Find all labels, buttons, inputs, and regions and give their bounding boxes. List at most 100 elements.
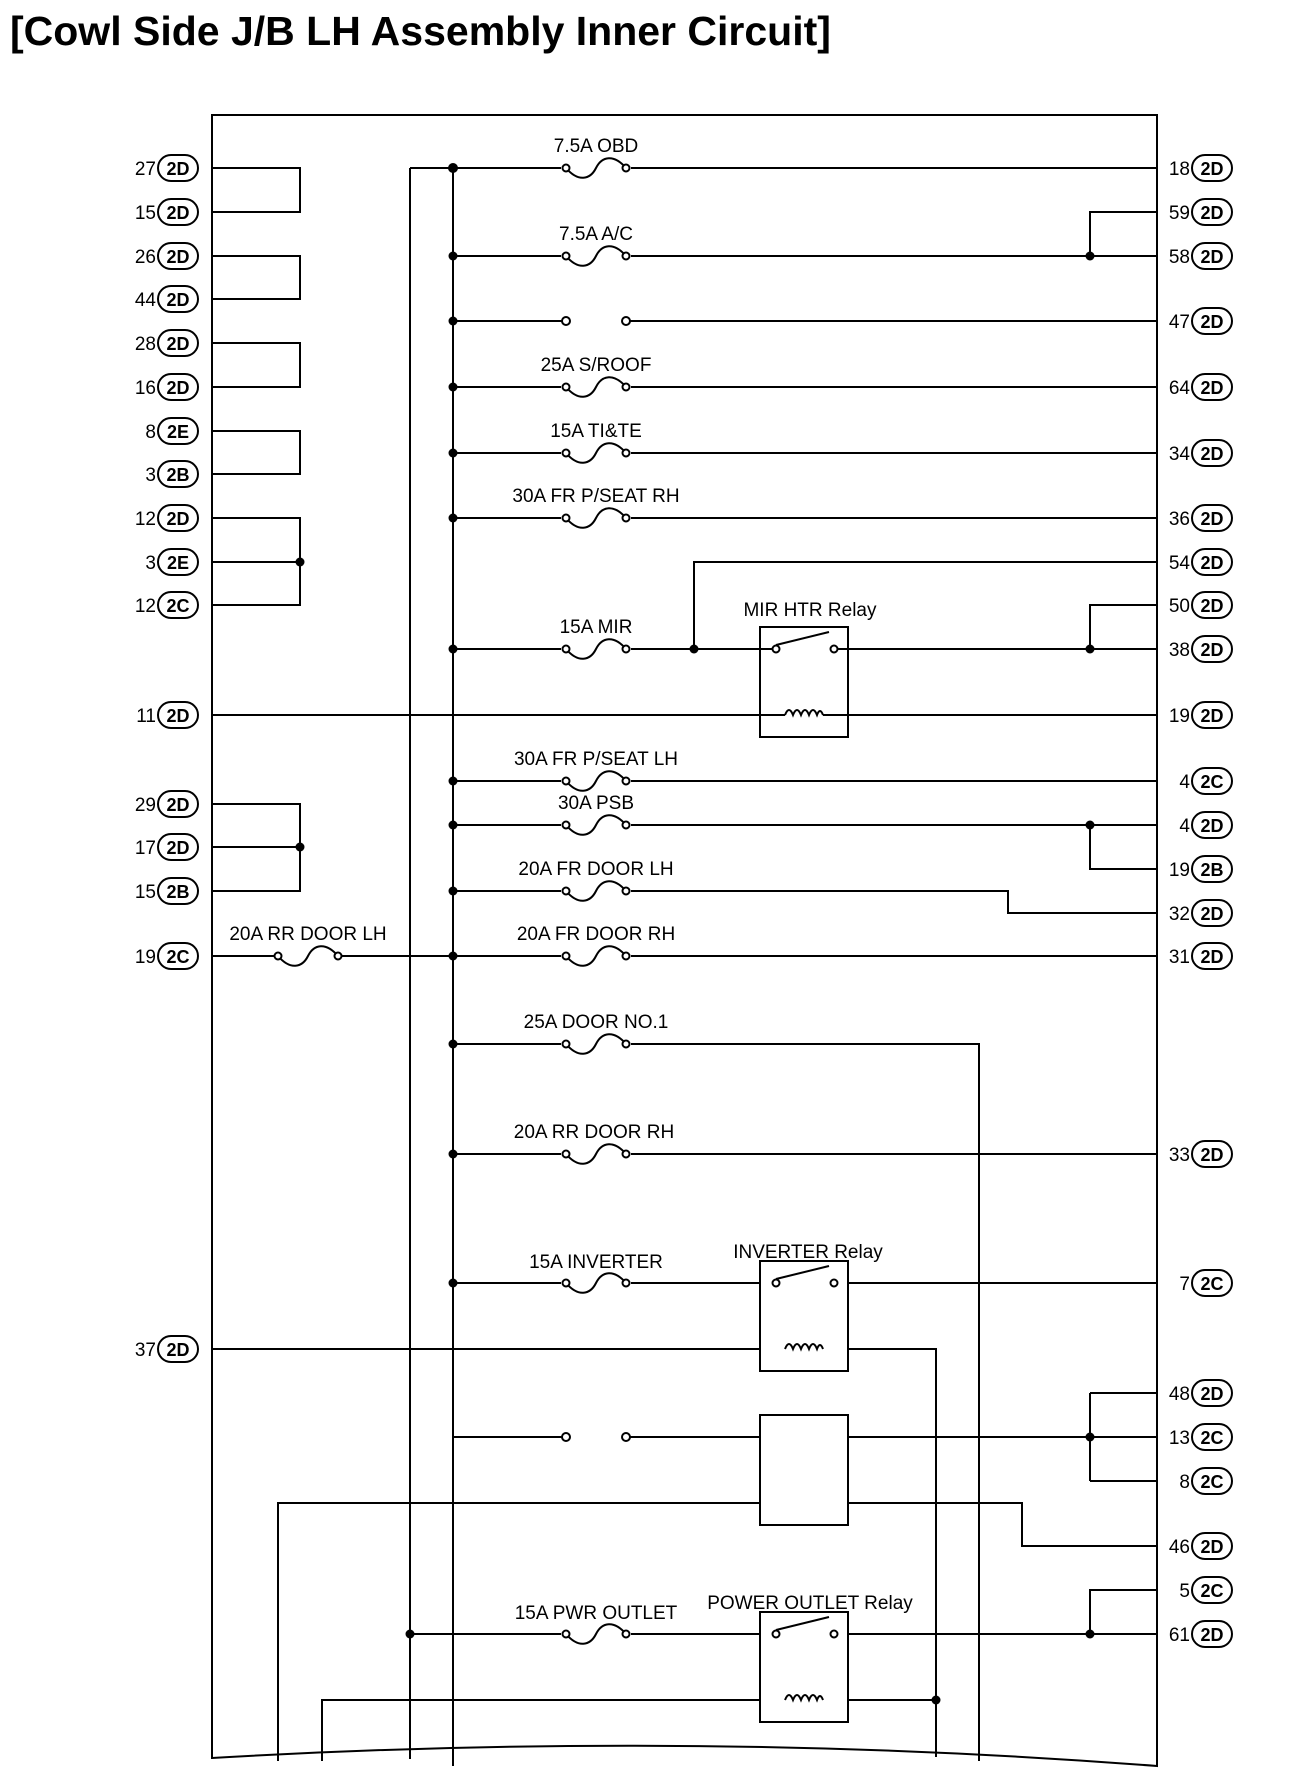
connector-capsule (1191, 1620, 1233, 1648)
connector-code: 2C (166, 596, 189, 616)
connector-code: 2B (166, 882, 189, 902)
fuse-labels: 7.5A OBD 7.5A A/C 25A S/ROOF 15A TI&TE 3… (229, 136, 679, 1624)
fuse-icon (561, 245, 631, 267)
connector-capsule (1191, 373, 1233, 401)
pin-number: 8 (145, 422, 156, 443)
fuse-label-tite: 15A TI&TE (550, 421, 642, 442)
spare-terminal (561, 1432, 571, 1442)
fuse-label-fr-pseat-lh: 30A FR P/SEAT LH (514, 749, 678, 770)
connector-capsule (1191, 701, 1233, 729)
connector-capsule (1191, 591, 1233, 619)
fuse-icon (561, 770, 631, 792)
relay-box (759, 1414, 849, 1526)
pin-number: 19 (1169, 860, 1190, 881)
connector-capsule (1191, 439, 1233, 467)
connector-code: 2E (167, 553, 189, 573)
connector-code: 2D (166, 378, 189, 398)
pin-number: 34 (1169, 444, 1191, 465)
connector-code: 2D (166, 706, 189, 726)
connector-capsule (157, 1335, 199, 1363)
fuse-label-obd: 7.5A OBD (554, 136, 639, 157)
relay-inverter (759, 1260, 849, 1372)
connector-code: 2C (166, 947, 189, 967)
fuse-label-rr-door-lh: 20A RR DOOR LH (229, 924, 386, 945)
pin-number: 26 (135, 247, 156, 268)
pin-number: 11 (136, 706, 156, 727)
connector-code: 2D (166, 334, 189, 354)
pin-number: 44 (135, 290, 157, 311)
connector-code: 2D (166, 1340, 189, 1360)
connector-code: 2D (1200, 640, 1223, 660)
connector-code: 2C (1200, 1274, 1223, 1294)
fuse-label-fr-door-rh: 20A FR DOOR RH (517, 924, 675, 945)
relay-label-power-outlet: POWER OUTLET Relay (707, 1593, 913, 1614)
connector-code: 2D (1200, 596, 1223, 616)
bus-dots (448, 251, 458, 1288)
connector-code: 2C (1200, 1428, 1223, 1448)
fuse-icon (561, 442, 631, 464)
fuse-label-door-no1: 25A DOOR NO.1 (524, 1012, 669, 1033)
connector-pin: 7 2C (1179, 1269, 1233, 1297)
page-title: [Cowl Side J/B LH Assembly Inner Circuit… (10, 8, 831, 54)
connector-pin: 11 2D (136, 701, 199, 729)
junction-dot (689, 644, 699, 654)
connector-code: 2D (166, 290, 189, 310)
pin-number: 59 (1169, 203, 1190, 224)
pin-number: 15 (135, 203, 156, 224)
fuse-label-ac: 7.5A A/C (559, 224, 633, 245)
pin-number: 7 (1179, 1274, 1190, 1295)
connector-code: 2E (167, 422, 189, 442)
connector-code: 2D (1200, 904, 1223, 924)
connector-capsule (157, 460, 199, 488)
junction-dot (405, 1629, 415, 1639)
connector-capsule (1191, 899, 1233, 927)
pin-number: 3 (145, 553, 156, 574)
fuse-label-fr-door-lh: 20A FR DOOR LH (518, 859, 673, 880)
fuse-label-psb: 30A PSB (558, 793, 634, 814)
right-wiring (212, 167, 1157, 1761)
pin-number: 12 (135, 596, 156, 617)
connector-capsule (157, 285, 199, 313)
connector-capsule (1191, 1269, 1233, 1297)
connector-capsule (157, 790, 199, 818)
connector-capsule (1191, 1140, 1233, 1168)
spare-terminal (561, 316, 571, 326)
connector-pin: 8 2E (145, 417, 199, 445)
connector-capsule (1191, 198, 1233, 226)
pin-number: 38 (1169, 640, 1190, 661)
connector-code: 2D (1200, 553, 1223, 573)
pin-number: 33 (1169, 1145, 1190, 1166)
pin-number: 19 (135, 947, 156, 968)
connector-pin: 12 2C (135, 591, 199, 619)
connector-capsule (1191, 154, 1233, 182)
fuse-icon (273, 945, 343, 967)
connector-code: 2D (1200, 1625, 1223, 1645)
pin-number: 58 (1169, 247, 1190, 268)
pin-number: 5 (1179, 1581, 1190, 1602)
relay-mir-htr (759, 626, 849, 738)
relay-label-inverter: INVERTER Relay (733, 1242, 883, 1263)
connector-code: 2D (1200, 312, 1223, 332)
fuse-icon (561, 945, 631, 967)
connector-capsule (1191, 307, 1233, 335)
connector-capsule (157, 504, 199, 532)
connector-code: 2B (166, 465, 189, 485)
pin-number: 46 (1169, 1537, 1190, 1558)
junction-dot (931, 1695, 941, 1705)
fuse-icon (561, 1623, 631, 1645)
fuse-label-fr-pseat-rh: 30A FR P/SEAT RH (512, 486, 679, 507)
junction-dot (1085, 251, 1095, 261)
